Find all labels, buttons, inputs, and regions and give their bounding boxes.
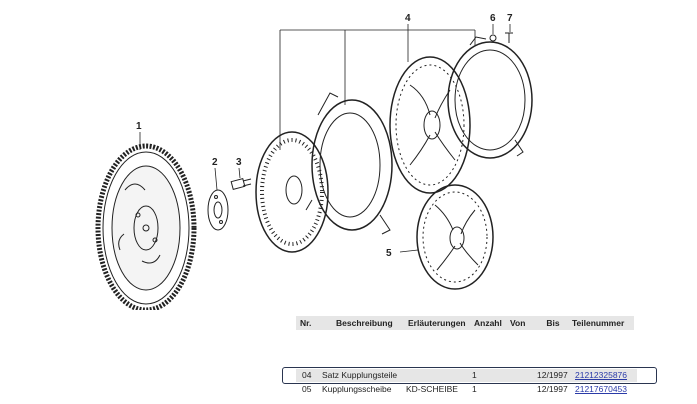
table-row[interactable]: 04 Satz Kupplungsteile 1 12/1997 2121232… xyxy=(296,369,637,382)
callout-5: 5 xyxy=(386,248,392,259)
selected-row-highlight xyxy=(282,367,657,384)
cell-erlaeuterungen: KD-SCHEIBE xyxy=(406,384,458,394)
table-row[interactable]: 05 Kupplungsscheibe KD-SCHEIBE 1 12/1997… xyxy=(296,383,637,396)
cell-anzahl: 1 xyxy=(472,370,477,380)
callout-4: 4 xyxy=(405,13,411,24)
callout-2: 2 xyxy=(212,157,218,168)
clutch-cover-part xyxy=(305,92,393,235)
clutch-disc-alt-part xyxy=(416,184,494,290)
col-erlaeuterungen: Erläuterungen xyxy=(408,318,466,328)
parts-table-header: Nr. Beschreibung Erläuterungen Anzahl Vo… xyxy=(296,316,634,330)
col-bis: Bis xyxy=(546,318,560,328)
clutch-disc-part xyxy=(389,56,471,194)
ring-part xyxy=(447,36,533,159)
pressure-plate-part xyxy=(255,131,329,253)
cell-bis: 12/1997 xyxy=(537,370,568,380)
col-nr: Nr. xyxy=(300,318,312,328)
cell-anzahl: 1 xyxy=(472,384,477,394)
nut-part xyxy=(489,34,497,42)
cell-nr: 04 xyxy=(302,370,312,380)
col-beschreibung: Beschreibung xyxy=(336,318,393,328)
cell-nr: 05 xyxy=(302,384,312,394)
cell-beschreibung: Kupplungsscheibe xyxy=(322,384,392,394)
part-number-link[interactable]: 21217670453 xyxy=(575,384,628,394)
cell-beschreibung: Satz Kupplungsteile xyxy=(322,370,398,380)
callout-7: 7 xyxy=(507,13,513,24)
screw-part xyxy=(505,32,513,43)
callout-6: 6 xyxy=(490,13,496,24)
col-anzahl: Anzahl xyxy=(474,318,502,328)
col-von: Von xyxy=(510,318,526,328)
clutch-parts-diagram: 1 2 3 4 5 6 7 xyxy=(95,13,533,310)
cell-bis: 12/1997 xyxy=(537,384,568,394)
col-teilenummer: Teilenummer xyxy=(572,318,625,328)
washer-plate-part xyxy=(207,189,229,231)
part-number-link[interactable]: 21212325876 xyxy=(575,370,628,380)
callout-1: 1 xyxy=(136,121,142,132)
bolt-part xyxy=(230,177,252,191)
flywheel-part xyxy=(95,143,197,310)
callout-3: 3 xyxy=(236,157,242,168)
